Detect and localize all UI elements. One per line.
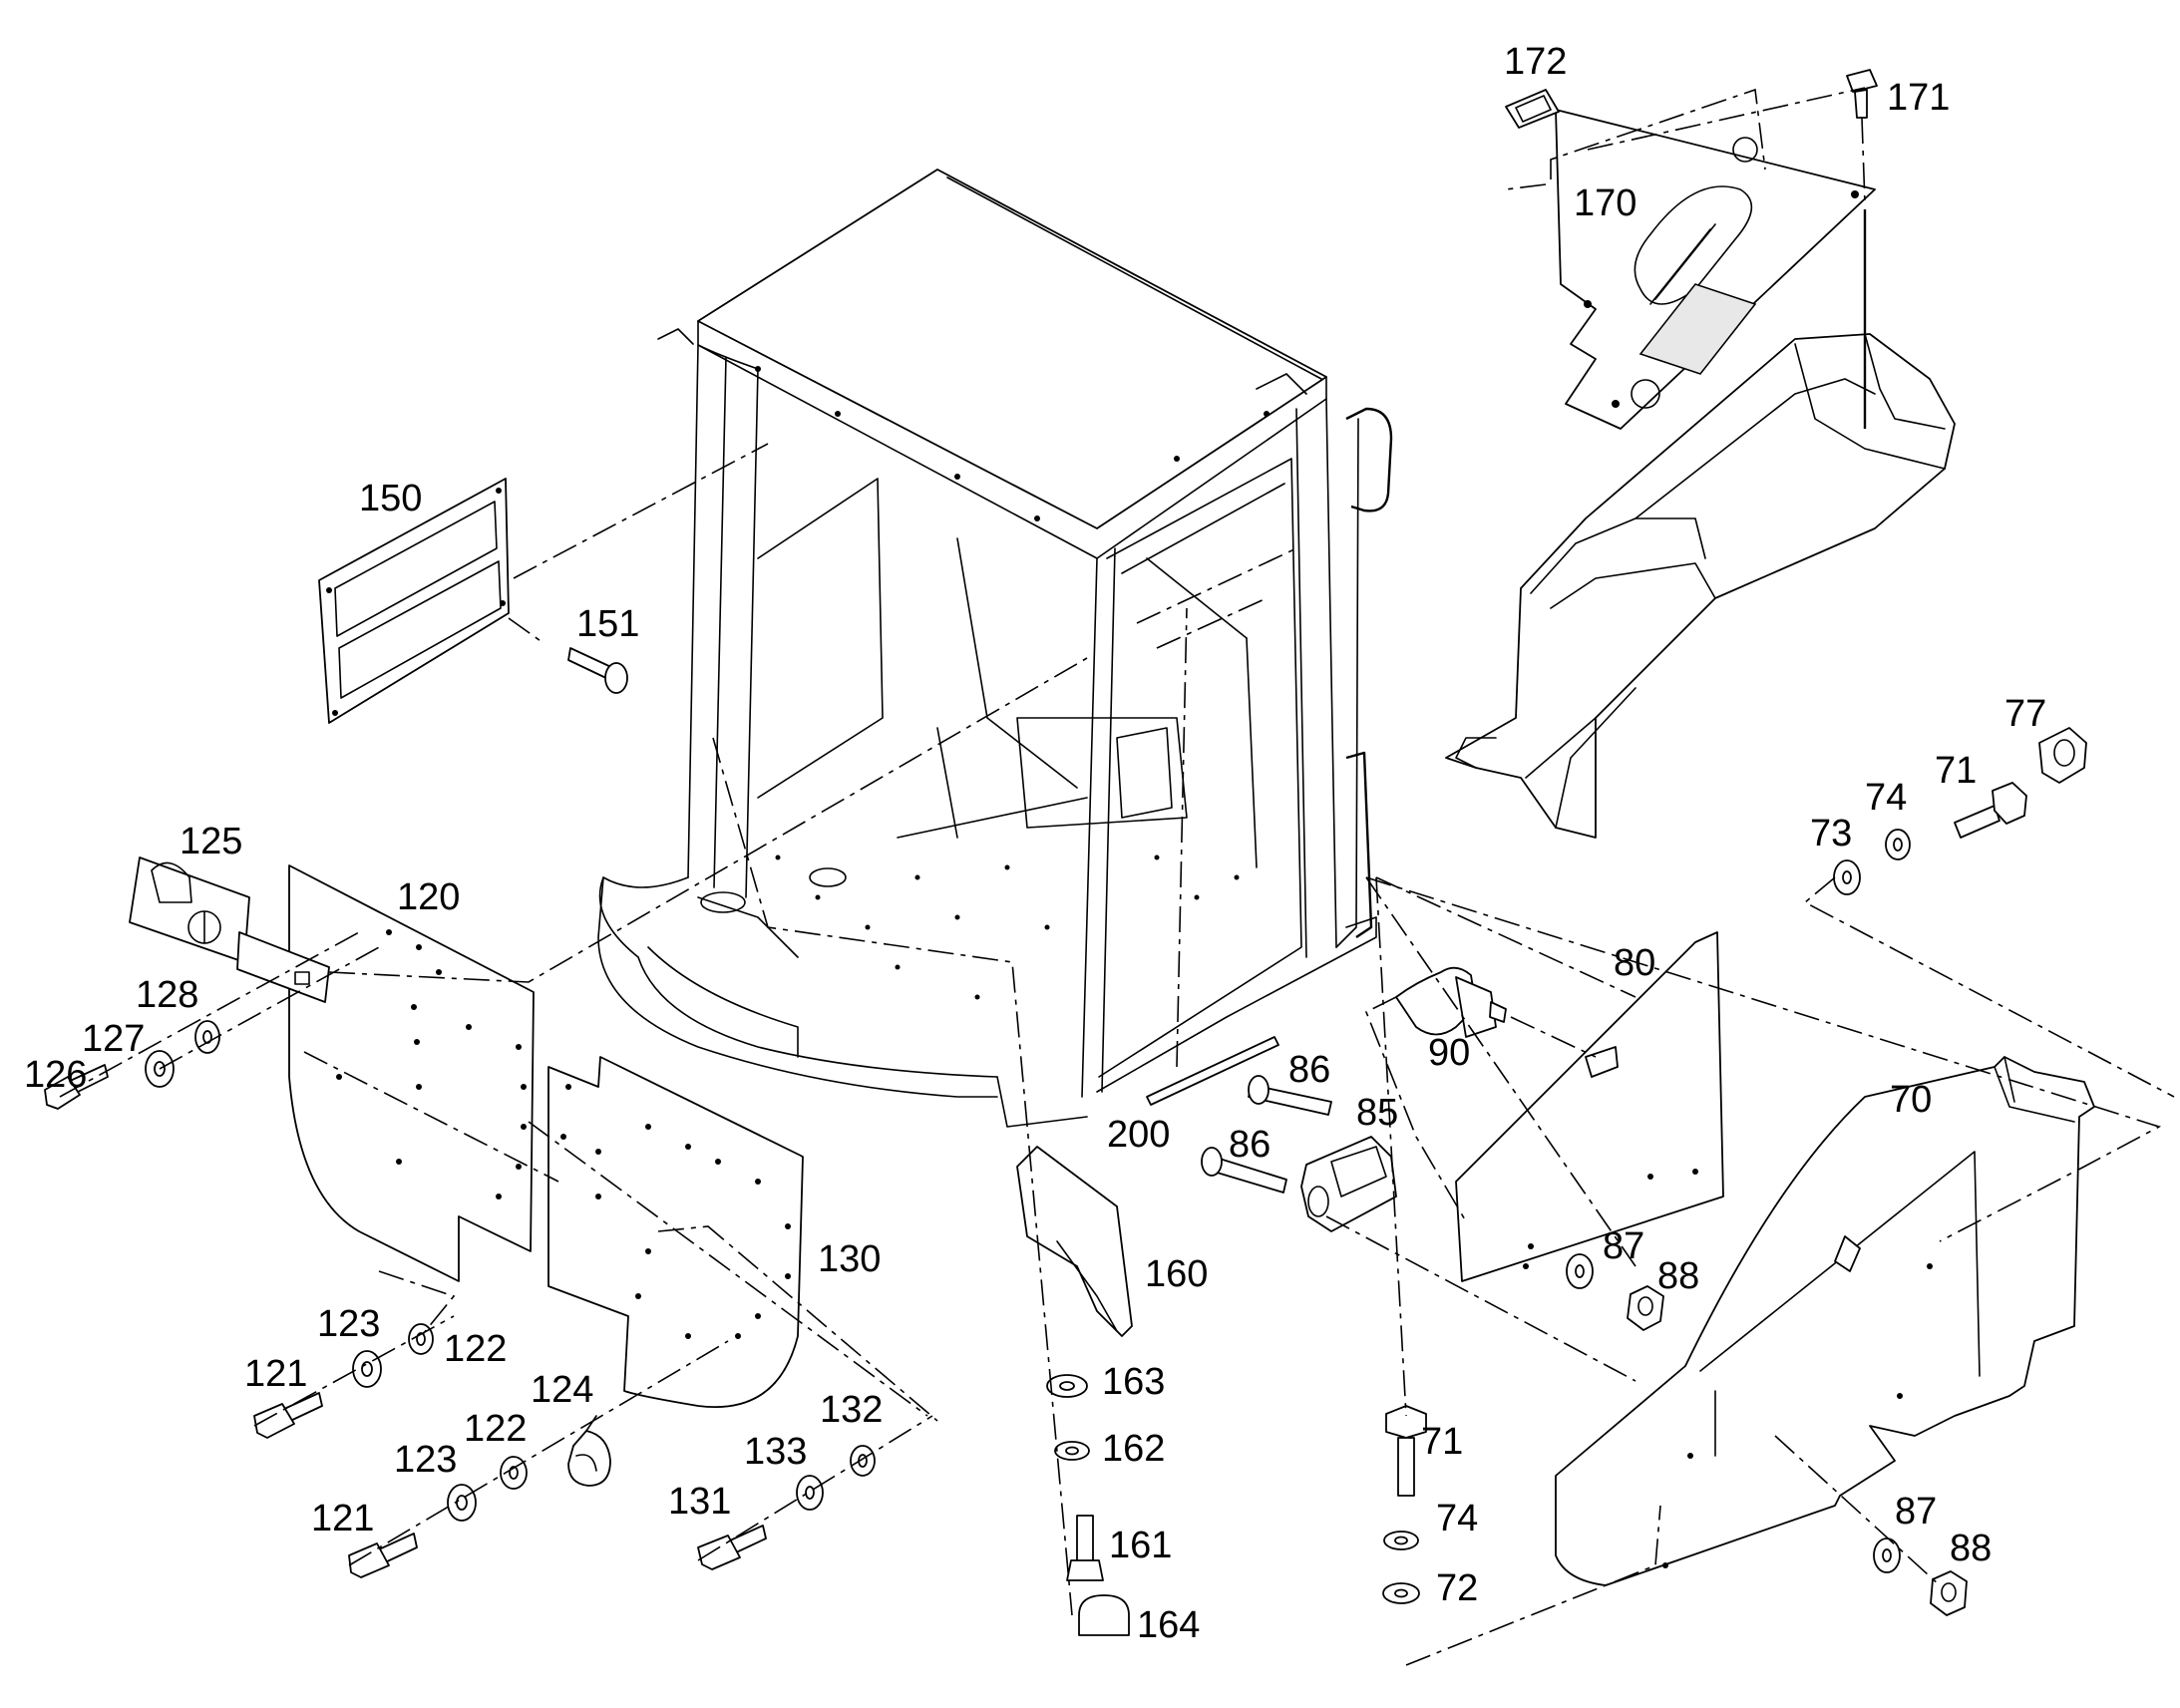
grille-panel-150	[318, 478, 510, 724]
label-74a: 74	[1865, 777, 1907, 819]
hardware-71-73-74-77	[1833, 727, 2087, 895]
label-122b: 122	[464, 1408, 527, 1450]
label-127: 127	[82, 1018, 145, 1060]
bracket-160	[1016, 1146, 1133, 1337]
label-171: 171	[1887, 77, 1950, 119]
label-125: 125	[180, 821, 242, 862]
label-80: 80	[1614, 942, 1655, 984]
bolt-151	[567, 647, 628, 694]
label-87a: 87	[1603, 1225, 1644, 1267]
label-130: 130	[818, 1238, 881, 1280]
label-163: 163	[1102, 1361, 1165, 1403]
plate-125	[129, 856, 330, 1003]
label-126: 126	[24, 1054, 87, 1096]
label-123b: 123	[394, 1439, 457, 1481]
label-72: 72	[1436, 1567, 1478, 1609]
door-panel-80	[1455, 931, 1724, 1282]
label-73: 73	[1810, 813, 1852, 854]
label-86b: 86	[1229, 1124, 1271, 1166]
label-74b: 74	[1436, 1498, 1478, 1539]
label-87b: 87	[1895, 1491, 1937, 1533]
leader-lines	[59, 87, 2175, 1666]
label-128: 128	[136, 974, 198, 1016]
label-151: 151	[576, 603, 639, 645]
label-122a: 122	[444, 1328, 507, 1370]
hardware-85-86	[1201, 1075, 1397, 1232]
label-131: 131	[668, 1481, 731, 1523]
label-71b: 71	[1421, 1421, 1463, 1463]
side-panel-120	[288, 864, 535, 1282]
label-86a: 86	[1288, 1049, 1330, 1091]
hardware-171-172	[1505, 69, 1878, 129]
label-170: 170	[1574, 182, 1636, 224]
label-124: 124	[531, 1369, 593, 1411]
cab-frame	[597, 169, 1393, 1128]
label-88a: 88	[1657, 1255, 1699, 1297]
label-88b: 88	[1950, 1528, 1992, 1569]
label-133: 133	[744, 1431, 807, 1473]
hardware-71-72-74	[1382, 1405, 1427, 1604]
label-164: 164	[1137, 1604, 1200, 1646]
side-cover-70	[1555, 1056, 2095, 1586]
label-121b: 121	[311, 1498, 374, 1539]
side-panel-130	[547, 1056, 804, 1408]
hardware-87-88-lower	[1873, 1537, 1968, 1616]
label-77: 77	[2004, 693, 2046, 735]
console-assembly	[1445, 109, 1956, 839]
label-123a: 123	[317, 1303, 380, 1345]
label-200: 200	[1107, 1114, 1170, 1156]
label-161: 161	[1109, 1525, 1172, 1566]
knob-90	[1395, 966, 1507, 1038]
strip-200	[1146, 1036, 1279, 1106]
label-90: 90	[1428, 1032, 1470, 1074]
label-71a: 71	[1935, 750, 1977, 792]
label-132: 132	[820, 1389, 883, 1431]
hardware-160	[1046, 1374, 1130, 1636]
label-150: 150	[359, 478, 422, 519]
label-172: 172	[1504, 41, 1567, 83]
part-labels: 172 171 170 150 151 125 120 128 127 126 …	[24, 41, 2046, 1646]
label-70: 70	[1890, 1079, 1932, 1121]
label-85: 85	[1356, 1092, 1398, 1134]
label-160: 160	[1145, 1253, 1208, 1295]
label-162: 162	[1102, 1428, 1165, 1470]
label-120: 120	[397, 876, 460, 918]
hardware-87-88-upper	[1566, 1253, 1664, 1331]
label-121a: 121	[244, 1353, 307, 1395]
